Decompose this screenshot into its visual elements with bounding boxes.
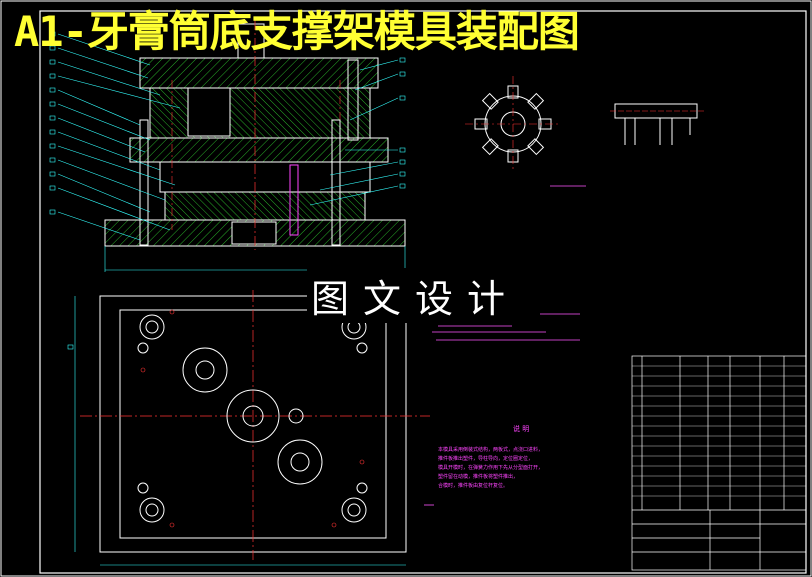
gear-detail	[465, 76, 561, 172]
note-line: 本模具采用倒装式结构，两板式，点浇口进料，	[438, 447, 544, 453]
technical-notes: 本模具采用倒装式结构，两板式，点浇口进料， 推件板推出塑件，导柱导向，定位圈定位…	[438, 446, 608, 491]
section-view	[49, 20, 406, 272]
note-line: 模具开模时，在弹簧力作用下先从分型面打开，	[438, 465, 544, 471]
title-block	[631, 355, 807, 571]
notes-heading: 说 明	[513, 425, 530, 433]
plan-view	[67, 290, 430, 566]
note-line: 合模时，推件板由复位杆复位。	[438, 483, 509, 489]
drawing-title: A1-牙膏筒底支撑架模具装配图	[14, 7, 580, 56]
side-view	[610, 103, 705, 145]
inner-frame	[39, 10, 807, 574]
bom-rows	[632, 365, 806, 497]
dimension-lines	[424, 185, 586, 506]
note-line: 塑件留在动模，推件板将塑件推出，	[438, 474, 519, 480]
watermark-text: 图文设计	[307, 268, 524, 323]
note-line: 推件板推出塑件，导柱导向，定位圈定位，	[438, 456, 534, 462]
